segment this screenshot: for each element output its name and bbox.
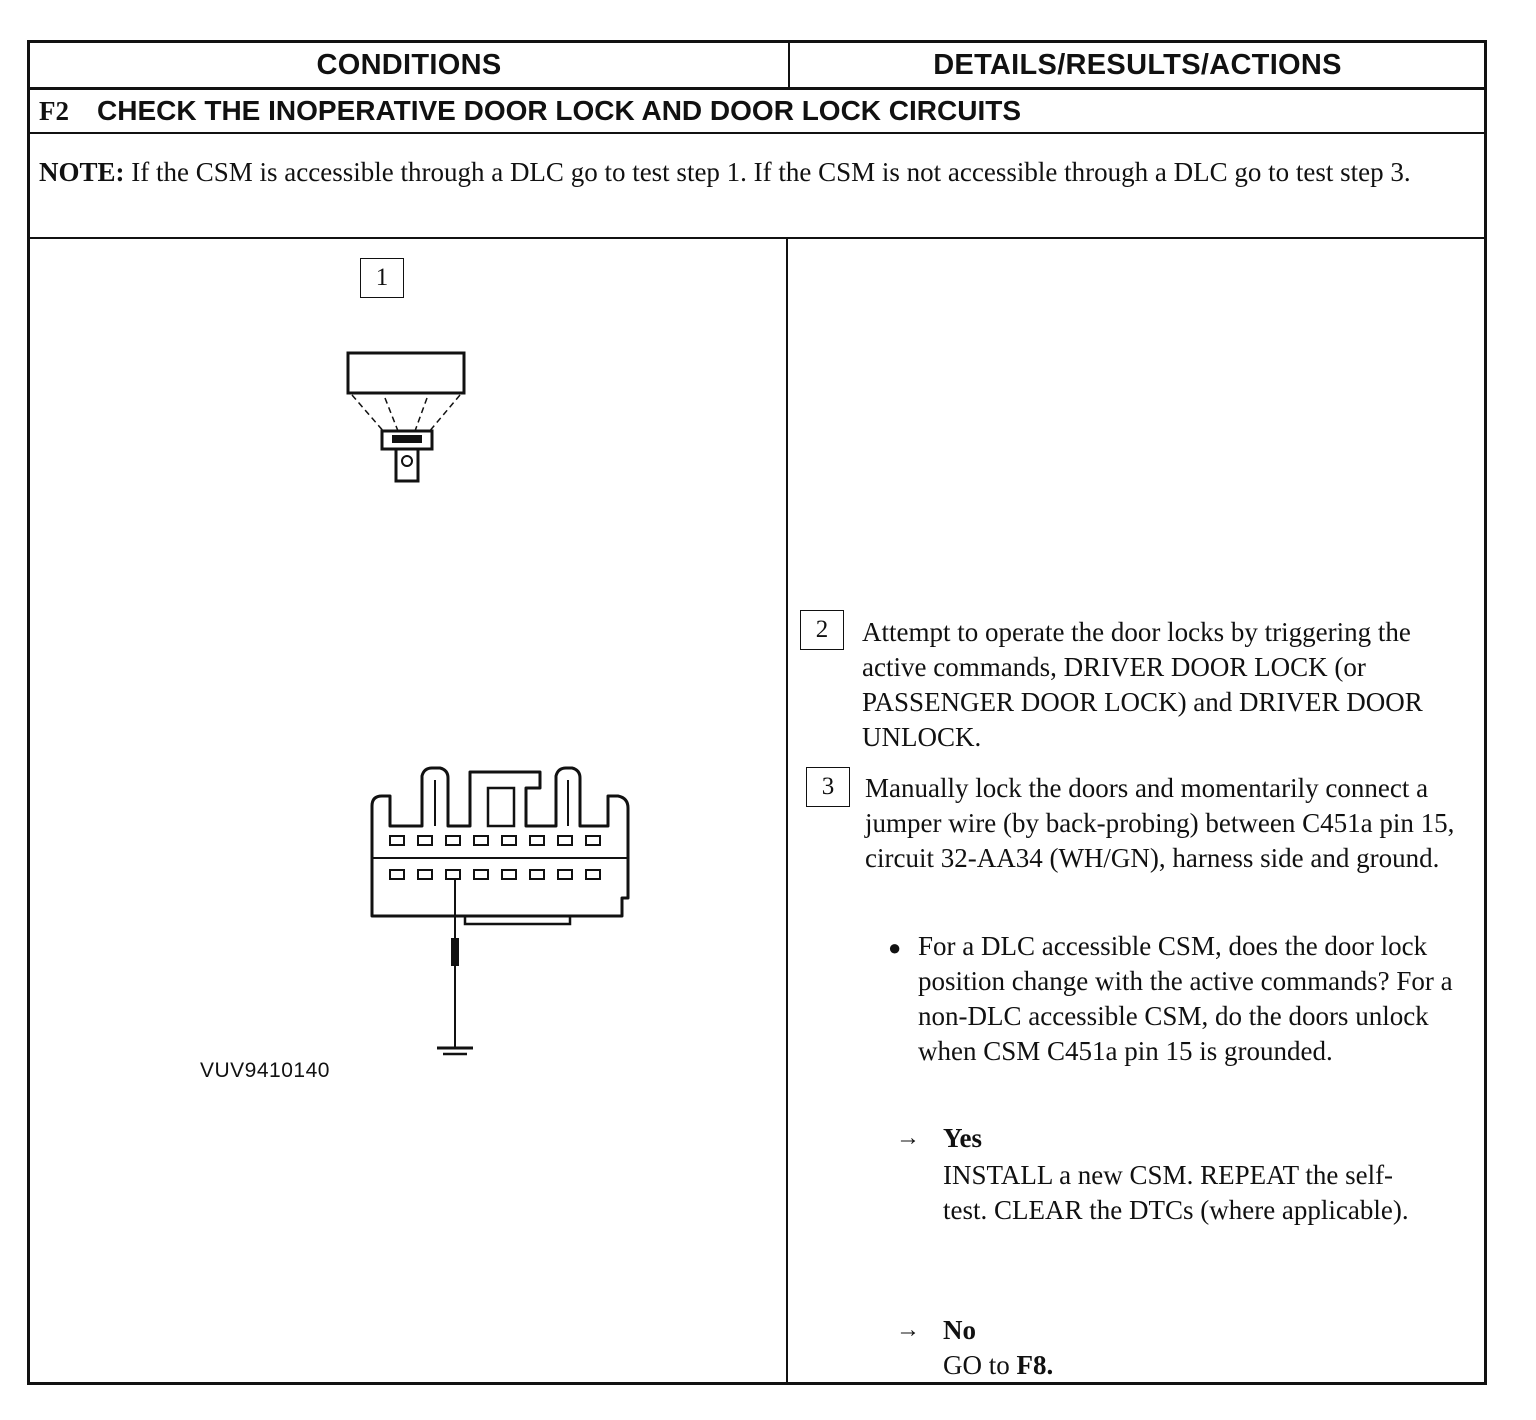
- note-body: If the CSM is accessible through a DLC g…: [124, 157, 1411, 187]
- step-2-box: 2: [800, 610, 844, 650]
- arrow-right-icon-2: →: [896, 1317, 920, 1343]
- yes-action-text: INSTALL a new CSM. REPEAT the self-test.…: [943, 1160, 1409, 1225]
- note-divider: [30, 237, 1484, 239]
- header-column-divider: [788, 43, 790, 87]
- note-label: NOTE:: [39, 157, 125, 187]
- no-action-target: F8.: [1016, 1350, 1054, 1380]
- step-2-text: Attempt to operate the door locks by tri…: [862, 617, 1423, 752]
- section-heading: F2 CHECK THE INOPERATIVE DOOR LOCK AND D…: [30, 90, 1484, 132]
- note-text: NOTE: If the CSM is accessible through a…: [39, 153, 1479, 191]
- step-1-number: 1: [375, 264, 389, 291]
- bullet-icon: ●: [888, 935, 902, 960]
- section-divider: [30, 132, 1484, 134]
- scan-tool-dlc-icon: [346, 351, 466, 483]
- step-1-box: 1: [360, 258, 404, 298]
- no-action-prefix: GO to: [943, 1350, 1017, 1380]
- step-3-text: Manually lock the doors and momentarily …: [865, 773, 1455, 873]
- no-label: No: [943, 1315, 976, 1345]
- arrow-right-icon: →: [896, 1125, 920, 1151]
- section-id: F2: [39, 95, 69, 126]
- figure-id: VUV9410140: [200, 1059, 330, 1082]
- procedure-table: CONDITIONS DETAILS/RESULTS/ACTIONS F2 CH…: [27, 40, 1487, 1385]
- question-text: For a DLC accessible CSM, does the door …: [918, 931, 1453, 1066]
- step-3-number: 3: [821, 773, 835, 800]
- body-column-divider: [786, 239, 788, 1385]
- no-action-text: GO to F8.: [943, 1348, 1053, 1383]
- section-title: CHECK THE INOPERATIVE DOOR LOCK AND DOOR…: [97, 95, 1022, 126]
- header-divider: [30, 87, 1484, 90]
- step-2-number: 2: [815, 616, 829, 643]
- connector-c451a-jumper-icon: [370, 766, 630, 1056]
- yes-label: Yes: [943, 1123, 982, 1153]
- step-3-box: 3: [806, 767, 850, 807]
- header-details: DETAILS/RESULTS/ACTIONS: [933, 48, 1342, 81]
- header-conditions: CONDITIONS: [316, 48, 502, 81]
